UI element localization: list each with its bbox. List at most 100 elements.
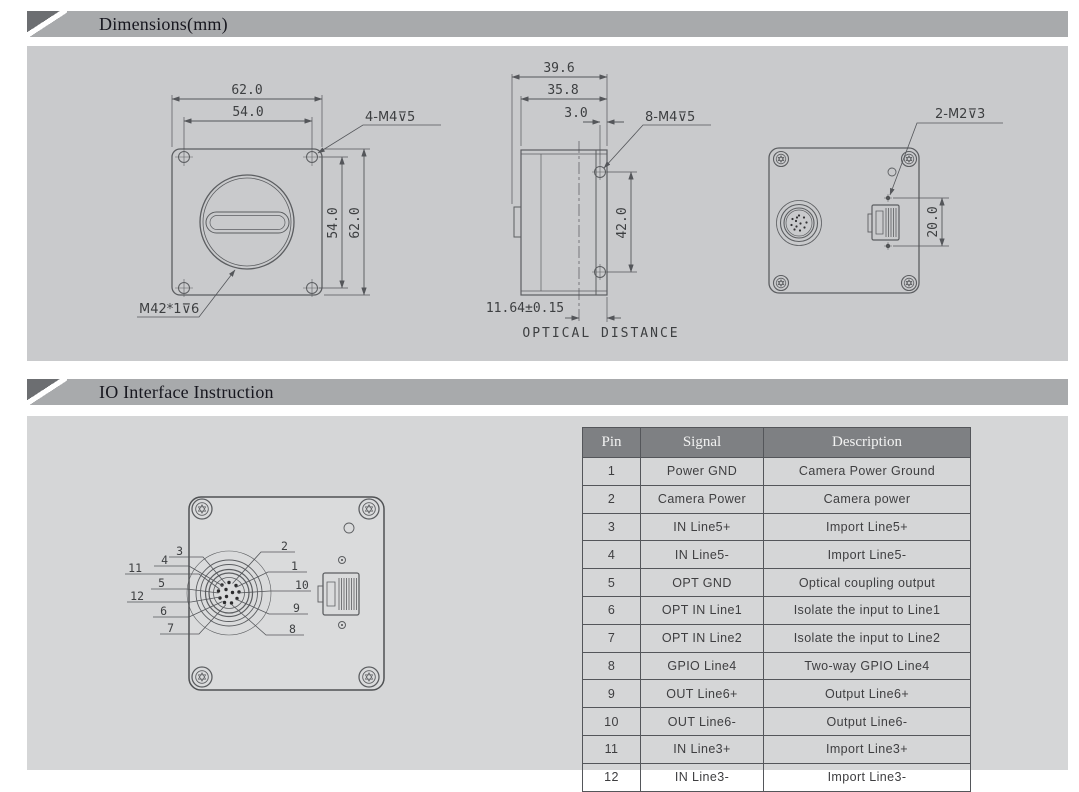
io-ethernet-port <box>317 556 360 629</box>
pin-cell: 4 <box>582 540 641 570</box>
pin-label: 12 <box>130 589 144 603</box>
side-depth-body-dim: 35.8 <box>547 83 578 98</box>
pin-label: 10 <box>295 578 309 592</box>
pin-label: 2 <box>281 539 288 553</box>
pin-cell: 11 <box>582 734 641 764</box>
io-indicator-hole <box>343 522 355 534</box>
rear-port-spacing-dim: 20.0 <box>926 206 941 237</box>
pin-cell: 12 <box>582 762 641 792</box>
signal-cell: IN Line5+ <box>640 512 764 542</box>
rear-m2-holes <box>884 194 892 250</box>
optical-distance-dim: 11.64±0.15 <box>486 301 564 316</box>
dimensions-drawing-panel: 62.0 54.0 4-M4⊽5 54.0 62.0 M42*1⊽6 <box>27 46 1068 361</box>
front-outer-width-dim: 62.0 <box>231 83 262 98</box>
signal-cell: IN Line3+ <box>640 734 764 764</box>
pin-cell: 2 <box>582 484 641 514</box>
rear-indicator-hole <box>887 167 897 177</box>
description-cell: Isolate the input to Line2 <box>763 623 971 653</box>
description-cell: Import Line5- <box>763 540 971 570</box>
ethernet-port <box>867 204 900 241</box>
signal-cell: Power GND <box>640 457 764 486</box>
rear-view-drawing: 20.0 2-M2⊽3 <box>768 107 1003 294</box>
io-panel: 3 4 11 5 12 6 7 2 1 10 9 8 Pin Signal De… <box>27 416 1068 792</box>
pin-label: 7 <box>167 621 174 635</box>
signal-cell: OUT Line6- <box>640 707 764 736</box>
side-hole-offset-dim: 3.0 <box>564 106 587 121</box>
signal-cell: OPT IN Line2 <box>640 623 764 653</box>
side-depth-total-dim: 39.6 <box>543 61 574 76</box>
pin-label: 11 <box>128 561 142 575</box>
rear-screws-label: 2-M2⊽3 <box>935 107 985 122</box>
dimensions-section-header: Dimensions(mm) <box>27 11 1068 37</box>
section-slash-icon <box>27 11 67 37</box>
section-slash-icon <box>27 379 67 405</box>
description-column-header: Description <box>763 427 971 458</box>
pin-cell: 3 <box>582 512 641 542</box>
signal-cell: OPT GND <box>640 568 764 597</box>
signal-cell: GPIO Line4 <box>640 651 764 681</box>
description-cell: Optical coupling output <box>763 568 971 597</box>
io-pinout-drawing-svg: 3 4 11 5 12 6 7 2 1 10 9 8 <box>125 496 385 691</box>
dimensions-section-title: Dimensions(mm) <box>99 13 228 34</box>
pin-leader-lines <box>125 551 311 636</box>
io-section-title: IO Interface Instruction <box>99 381 274 402</box>
lens-mount-circle <box>199 174 295 270</box>
pin-cell: 9 <box>582 679 641 709</box>
io-rear-panel: 3 4 11 5 12 6 7 2 1 10 9 8 <box>125 496 385 691</box>
pin-label: 3 <box>176 544 183 558</box>
signal-column-header: Signal <box>640 427 764 458</box>
twelve-pin-connector <box>186 550 272 636</box>
pin-cell: 1 <box>582 457 641 486</box>
optical-distance-label: OPTICAL DISTANCE <box>522 326 679 341</box>
pin-label: 6 <box>160 604 167 618</box>
rear-corner-screws <box>772 150 918 292</box>
front-outer-height-dim: 62.0 <box>348 207 363 238</box>
description-cell: Camera Power Ground <box>763 457 971 486</box>
pin-column-header: Pin <box>582 427 641 458</box>
pin-label: 8 <box>289 622 296 636</box>
side-screws-label: 8-M4⊽5 <box>645 110 695 125</box>
signal-cell: IN Line3- <box>640 762 764 792</box>
io-section-header: IO Interface Instruction <box>27 379 1068 405</box>
pin-label: 9 <box>293 601 300 615</box>
description-cell: Import Line5+ <box>763 512 971 542</box>
dimensions-drawings-svg: 62.0 54.0 4-M4⊽5 54.0 62.0 M42*1⊽6 <box>137 61 1003 341</box>
pin-label: 1 <box>291 559 298 573</box>
signal-cell: OPT IN Line1 <box>640 595 764 625</box>
pin-cell: 7 <box>582 623 641 653</box>
description-cell: Isolate the input to Line1 <box>763 595 971 625</box>
description-cell: Output Line6+ <box>763 679 971 709</box>
pin-cell: 5 <box>582 568 641 597</box>
description-cell: Import Line3+ <box>763 734 971 764</box>
side-hole-spacing-dim: 42.0 <box>615 207 630 238</box>
table-header-row: Pin Signal Description <box>582 427 971 458</box>
front-view-drawing: 62.0 54.0 4-M4⊽5 54.0 62.0 M42*1⊽6 <box>137 83 441 318</box>
signal-cell: IN Line5- <box>640 540 764 570</box>
description-cell: Two-way GPIO Line4 <box>763 651 971 681</box>
pin-label: 5 <box>158 576 165 590</box>
front-hole-width-dim: 54.0 <box>232 105 263 120</box>
pin-cell: 6 <box>582 595 641 625</box>
front-screws-label: 4-M4⊽5 <box>365 110 415 125</box>
front-hole-height-dim: 54.0 <box>326 207 341 238</box>
description-cell: Import Line3- <box>763 762 971 792</box>
pin-label: 4 <box>161 553 168 567</box>
pin-cell: 10 <box>582 707 641 736</box>
pin-cell: 8 <box>582 651 641 681</box>
power-io-connector <box>776 200 822 246</box>
description-cell: Output Line6- <box>763 707 971 736</box>
side-view-drawing: 39.6 35.8 3.0 8-M4⊽5 42.0 11.64±0.15 OPT… <box>486 61 711 341</box>
